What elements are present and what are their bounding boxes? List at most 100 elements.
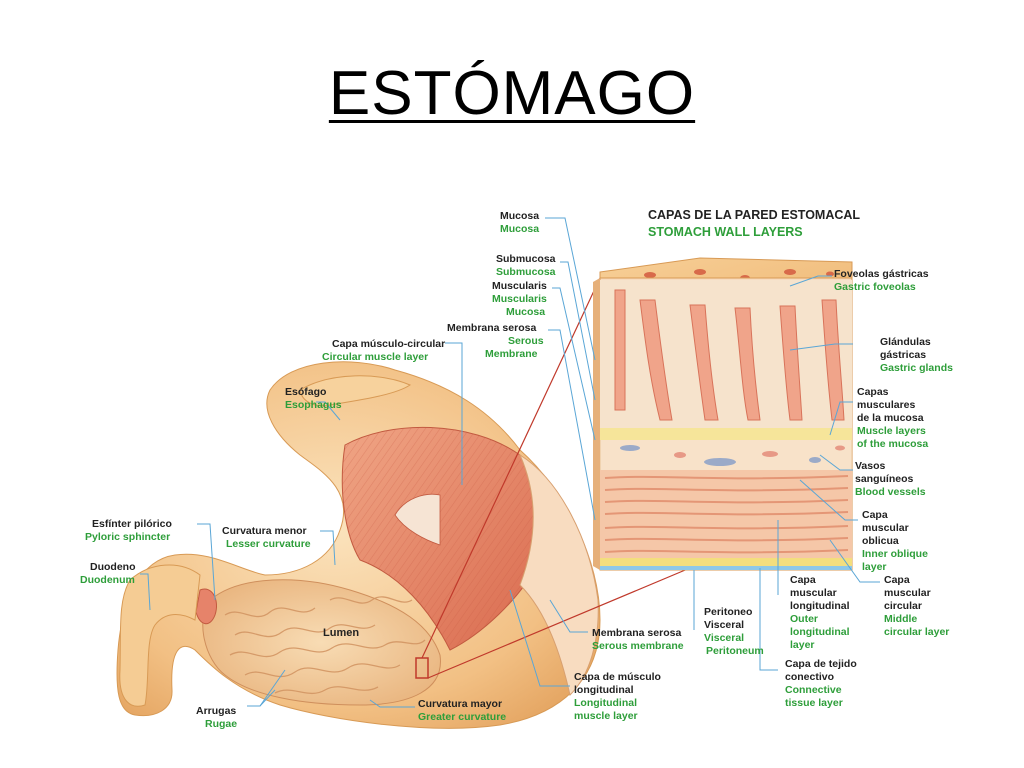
svg-text:Muscularis: Muscularis <box>492 293 547 305</box>
svg-text:Esophagus: Esophagus <box>285 399 342 411</box>
svg-text:Capas: Capas <box>857 386 889 398</box>
svg-text:muscle layer: muscle layer <box>574 710 638 722</box>
block-side-face <box>593 278 600 570</box>
label-curvatura-mayor: Curvatura mayor Greater curvature <box>418 698 506 723</box>
label-capa-musculo-circular: Capa músculo-circular Circular muscle la… <box>322 338 445 363</box>
esophagus <box>299 375 412 407</box>
submucosa-region <box>600 440 852 470</box>
label-esfinter-pilorico: Esfínter pilórico Pyloric sphincter <box>85 518 172 543</box>
svg-text:circular: circular <box>884 600 922 612</box>
svg-text:Visceral: Visceral <box>704 619 744 631</box>
label-duodeno: Duodeno Duodenum <box>80 561 136 586</box>
label-arrugas: Arrugas Rugae <box>196 705 237 730</box>
svg-text:conectivo: conectivo <box>785 671 834 683</box>
svg-text:musculares: musculares <box>857 399 916 411</box>
svg-text:layer: layer <box>862 561 887 573</box>
label-capas-musculares-mucosa: Capas musculares de la mucosa Muscle lay… <box>857 386 928 450</box>
svg-text:Membrana serosa: Membrana serosa <box>447 322 536 334</box>
svg-text:Capa: Capa <box>862 509 888 521</box>
label-membrana-serosa-top: Membrana serosa Serous Membrane <box>447 322 544 360</box>
wall-layers-header-es: CAPAS DE LA PARED ESTOMACAL <box>648 208 860 222</box>
svg-text:Gastric glands: Gastric glands <box>880 362 953 374</box>
muscle-notch <box>394 493 441 546</box>
svg-text:Connective: Connective <box>785 684 842 696</box>
svg-text:Esfínter pilórico: Esfínter pilórico <box>92 518 172 530</box>
wall-layers-block <box>593 257 853 571</box>
svg-text:muscular: muscular <box>862 522 909 534</box>
svg-text:Outer: Outer <box>790 613 818 625</box>
svg-text:Submucosa: Submucosa <box>496 253 556 265</box>
stomach-illustration <box>116 277 691 729</box>
svg-text:Arrugas: Arrugas <box>196 705 236 717</box>
serosa-blue-band <box>600 566 852 570</box>
svg-text:Glándulas: Glándulas <box>880 336 931 348</box>
connector-line-bottom <box>427 567 691 679</box>
label-capa-muscular-longitudinal: Capa muscular longitudinal Outer longitu… <box>790 574 850 651</box>
svg-text:Rugae: Rugae <box>205 718 237 730</box>
duodenum <box>119 564 201 707</box>
muscle-stripes <box>342 427 548 650</box>
svg-text:oblicua: oblicua <box>862 535 899 547</box>
svg-text:Peritoneum: Peritoneum <box>706 645 764 657</box>
lumen-rugae <box>202 579 441 706</box>
wall-layers-header-en: STOMACH WALL LAYERS <box>648 225 803 239</box>
svg-text:Capa: Capa <box>884 574 910 586</box>
label-peritoneo-visceral: Peritoneo Visceral Visceral Peritoneum <box>704 606 764 657</box>
leader-lines <box>140 217 880 708</box>
svg-text:Inner oblique: Inner oblique <box>862 548 928 560</box>
label-membrana-serosa-bottom: Membrana serosa Serous membrane <box>592 627 684 652</box>
svg-text:Vasos: Vasos <box>855 460 886 472</box>
svg-text:muscular: muscular <box>790 587 837 599</box>
svg-text:Gastric foveolas: Gastric foveolas <box>834 281 916 293</box>
svg-text:Mucosa: Mucosa <box>500 210 539 222</box>
svg-text:Capa: Capa <box>790 574 816 586</box>
svg-text:Duodeno: Duodeno <box>90 561 136 573</box>
svg-text:Serous: Serous <box>508 335 544 347</box>
mucosa-region <box>600 280 852 430</box>
svg-text:Mucosa: Mucosa <box>500 223 539 235</box>
label-vasos-sanguineos: Vasos sanguíneos Blood vessels <box>855 460 926 498</box>
connector-line-top <box>421 277 601 659</box>
svg-text:Capa músculo-circular: Capa músculo-circular <box>332 338 445 350</box>
label-curvatura-menor: Curvatura menor Lesser curvature <box>222 525 311 550</box>
svg-text:Membrane: Membrane <box>485 348 538 360</box>
label-capa-muscular-oblicua: Capa muscular oblicua Inner oblique laye… <box>862 509 928 573</box>
label-esofago: Esófago Esophagus <box>285 386 342 411</box>
label-mucosa: Mucosa Mucosa <box>500 210 539 235</box>
svg-text:de la mucosa: de la mucosa <box>857 412 924 424</box>
svg-text:Capa de músculo: Capa de músculo <box>574 671 661 683</box>
muscularis-mucosa-band <box>600 428 852 440</box>
svg-text:longitudinal: longitudinal <box>574 684 634 696</box>
svg-text:Peritoneo: Peritoneo <box>704 606 752 618</box>
label-foveolas: Foveolas gástricas Gastric foveolas <box>834 268 929 293</box>
gastric-glands <box>614 289 845 421</box>
svg-text:longitudinal: longitudinal <box>790 600 850 612</box>
svg-text:circular layer: circular layer <box>884 626 949 638</box>
page-title: ESTÓMAGO <box>328 59 696 128</box>
muscle-layers <box>600 470 852 560</box>
svg-text:tissue layer: tissue layer <box>785 697 843 709</box>
label-muscularis: Muscularis Muscularis Mucosa <box>492 280 547 318</box>
svg-text:Visceral: Visceral <box>704 632 744 644</box>
svg-text:Middle: Middle <box>884 613 917 625</box>
svg-text:sanguíneos: sanguíneos <box>855 473 914 485</box>
svg-text:Duodenum: Duodenum <box>80 574 135 586</box>
svg-text:layer: layer <box>790 639 815 651</box>
svg-text:Serous membrane: Serous membrane <box>592 640 684 652</box>
pyloric-sphincter <box>195 588 217 625</box>
svg-text:Capa de tejido: Capa de tejido <box>785 658 857 670</box>
svg-text:muscular: muscular <box>884 587 931 599</box>
label-capa-musculo-longitudinal: Capa de músculo longitudinal Longitudina… <box>574 671 661 722</box>
svg-text:Longitudinal: Longitudinal <box>574 697 637 709</box>
svg-text:Blood vessels: Blood vessels <box>855 486 926 498</box>
label-submucosa: Submucosa Submucosa <box>496 253 556 278</box>
label-capa-tejido-conectivo: Capa de tejido conectivo Connective tiss… <box>785 658 857 709</box>
svg-text:Muscle layers: Muscle layers <box>857 425 926 437</box>
svg-text:Foveolas gástricas: Foveolas gástricas <box>834 268 929 280</box>
svg-text:Membrana serosa: Membrana serosa <box>592 627 681 639</box>
svg-text:Muscularis: Muscularis <box>492 280 547 292</box>
label-glandulas: Glándulas gástricas Gastric glands <box>880 336 953 374</box>
svg-text:Circular muscle layer: Circular muscle layer <box>322 351 428 363</box>
longitudinal-muscle-flap <box>518 453 599 696</box>
